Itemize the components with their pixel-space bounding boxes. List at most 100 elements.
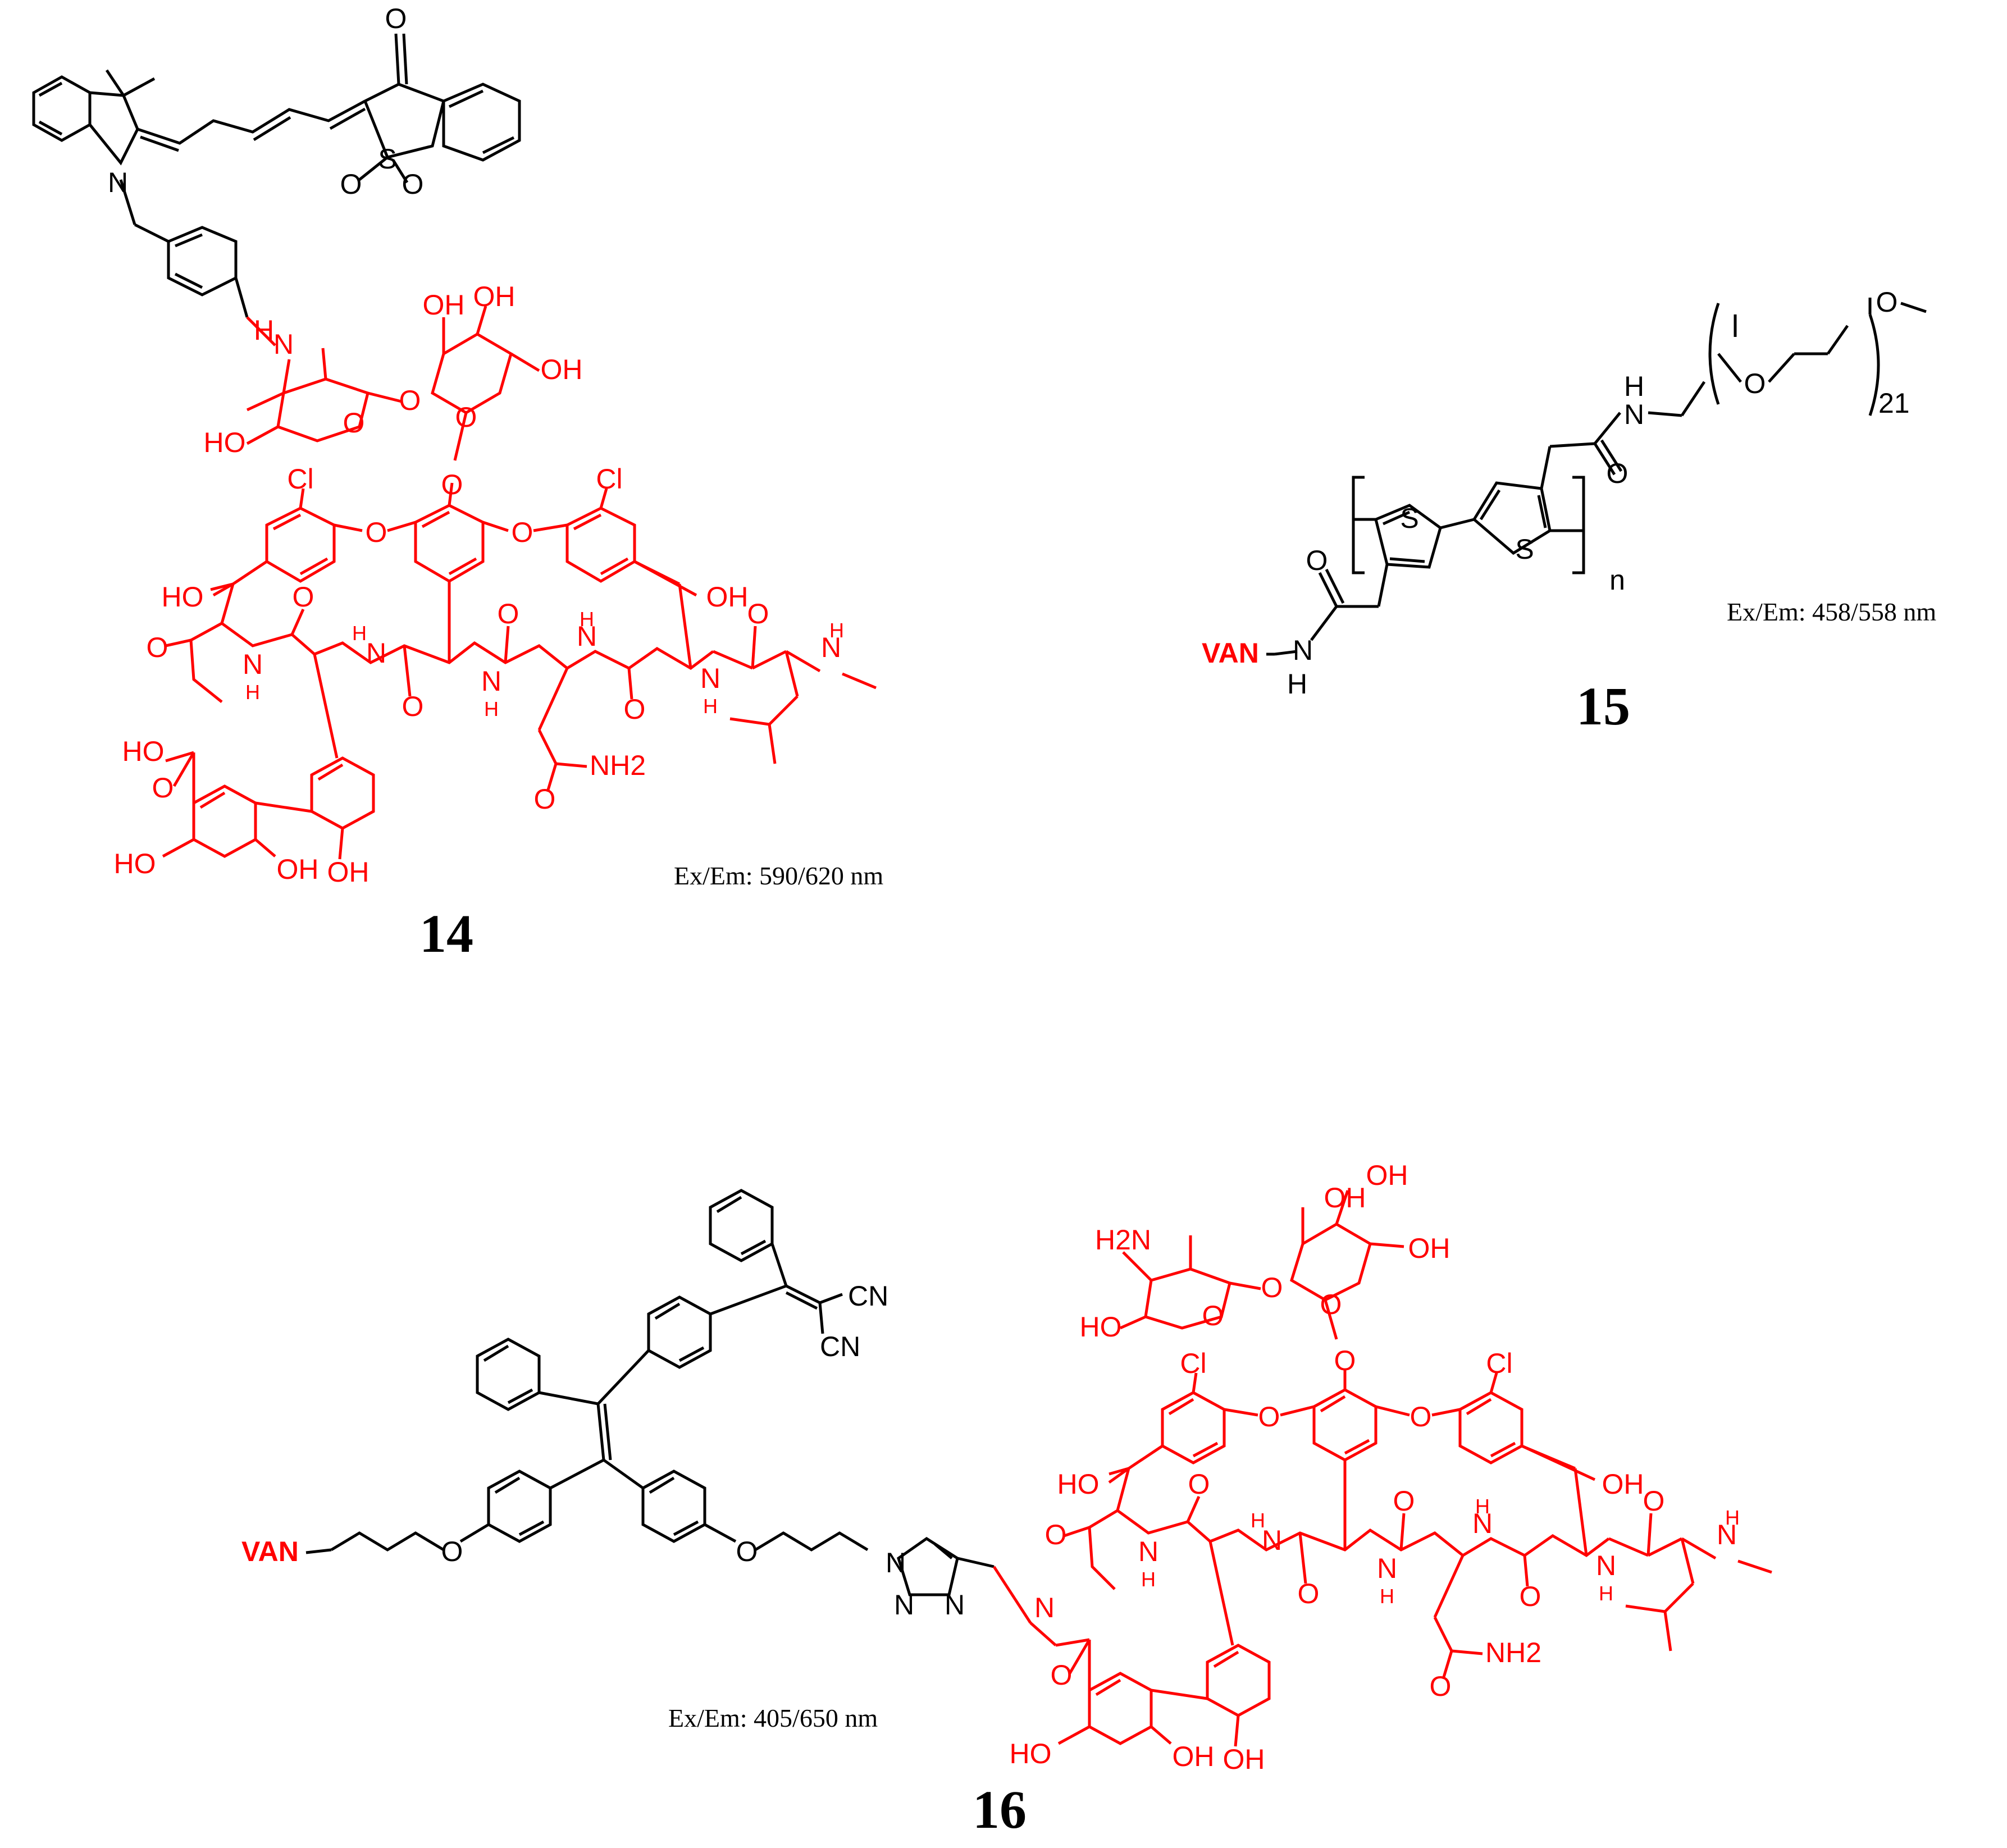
c16-ether-o-left: O bbox=[1258, 1401, 1280, 1432]
c14-glc-oh2: OH bbox=[423, 289, 465, 321]
c16-glc-oh1: OH bbox=[1366, 1160, 1408, 1191]
c16-amide-n4: N bbox=[1472, 1508, 1493, 1539]
c15-peg-count: 21 bbox=[1878, 387, 1910, 419]
c14-amide-n4: N bbox=[577, 620, 597, 652]
compound-16-fluorophore bbox=[330, 1189, 995, 1596]
c16-carbonyl-o5: O bbox=[1520, 1581, 1541, 1612]
c14-methylamine-n: N bbox=[821, 632, 841, 663]
c16-amide-n5: N bbox=[1596, 1550, 1616, 1581]
c15-carbonyl-o-lower: O bbox=[1306, 545, 1328, 576]
c14-vanc-ho: HO bbox=[204, 427, 246, 458]
c14-amide-n3: N bbox=[481, 665, 501, 697]
c16-ether-o-left: O bbox=[441, 1536, 463, 1567]
c14-amide-h3: H bbox=[484, 697, 499, 720]
c14-acid-o: O bbox=[152, 772, 174, 804]
c16-resorcinol-oh: OH bbox=[1173, 1741, 1215, 1772]
c16-ether-o-right: O bbox=[1410, 1401, 1432, 1432]
c14-carbonyl-o3: O bbox=[498, 598, 519, 629]
compound-16-caption: Ex/Em: 405/650 nm bbox=[668, 1704, 878, 1732]
c14-amide-h5: H bbox=[703, 695, 718, 718]
c16-van-bond bbox=[305, 1548, 332, 1554]
c16-amide-h2: H bbox=[1251, 1509, 1265, 1532]
c14-amide-nh2: NH2 bbox=[590, 750, 646, 781]
compound-14-caption: Ex/Em: 590/620 nm bbox=[674, 861, 883, 890]
c16-carbonyl-o3: O bbox=[1298, 1578, 1320, 1609]
compound-14: O S O O N bbox=[32, 3, 883, 964]
c14-vanc-ring-o: O bbox=[343, 407, 365, 439]
c16-vanc-ring-o: O bbox=[1202, 1300, 1224, 1331]
c14-oh-right: OH bbox=[706, 581, 749, 613]
c14-amide-h1: H bbox=[245, 681, 260, 704]
c14-amide-n1: N bbox=[243, 649, 263, 680]
c14-amide-n5: N bbox=[700, 663, 720, 694]
c16-vanc-ho: HO bbox=[1080, 1311, 1122, 1343]
c16-amide-nh2: NH2 bbox=[1485, 1637, 1541, 1668]
c15-amide-h: H bbox=[1624, 371, 1644, 402]
c14-aryl-o: O bbox=[441, 469, 463, 500]
c16-amide-h1: H bbox=[1141, 1568, 1156, 1591]
c16-asn-o: O bbox=[1430, 1671, 1452, 1702]
c16-triazole-n3: N bbox=[945, 1589, 965, 1621]
c16-ho-left: HO bbox=[1057, 1468, 1100, 1500]
c14-methylamine-h: H bbox=[829, 619, 844, 642]
c14-carbonyl-o6: O bbox=[147, 632, 168, 663]
c14-sulfur: S bbox=[378, 143, 396, 175]
c14-glc-oh1: OH bbox=[473, 281, 516, 312]
c16-resorcinol-ho: HO bbox=[1010, 1738, 1052, 1769]
c16-methylamine-h: H bbox=[1725, 1506, 1740, 1529]
c16-oh-right: OH bbox=[1602, 1468, 1644, 1500]
c14-cl-right: Cl bbox=[596, 463, 622, 495]
c15-hydrazide-h: H bbox=[1287, 668, 1307, 700]
c16-amide-h3: H bbox=[1380, 1585, 1394, 1608]
c14-glc-ring-o: O bbox=[455, 401, 477, 433]
c15-sulfur-1: S bbox=[1400, 503, 1418, 534]
compound-16: CN CN O O N N N VAN bbox=[241, 1160, 1772, 1840]
c14-amide-h2: H bbox=[352, 622, 367, 645]
c14-ether-o-left: O bbox=[366, 517, 387, 548]
compound-15: S S n O N H O N H O O 21 VAN Ex/Em: 458/… bbox=[1202, 286, 1936, 736]
c16-amide-h4: H bbox=[1475, 1495, 1490, 1518]
c16-phenol-oh: OH bbox=[1223, 1744, 1265, 1775]
c16-aryl-o: O bbox=[1334, 1345, 1356, 1376]
c16-triazole-n1: N bbox=[886, 1547, 906, 1578]
c14-indoline-n: N bbox=[108, 167, 128, 198]
c14-carbonyl-o1: O bbox=[293, 581, 314, 613]
c15-van-label: VAN bbox=[1202, 637, 1259, 669]
c16-ether-o-right: O bbox=[736, 1536, 758, 1567]
c14-resorcinol-oh: OH bbox=[277, 854, 319, 885]
compound-14-vancomycin bbox=[162, 305, 877, 860]
compound-16-fluorophore-atoms: CN CN O O N N N bbox=[441, 1280, 965, 1621]
c14-resorcinol-ho: HO bbox=[114, 848, 156, 879]
c14-carbonyl-o5: O bbox=[747, 598, 769, 629]
c14-linker-n: N bbox=[273, 328, 294, 360]
c14-glc-oh3: OH bbox=[541, 354, 583, 385]
c16-triazole-n2: N bbox=[894, 1589, 914, 1621]
c16-carbonyl-o2: O bbox=[1045, 1519, 1067, 1550]
c16-carbonyl-o6: O bbox=[1643, 1485, 1665, 1517]
c16-carbonyl-o4: O bbox=[1393, 1485, 1415, 1517]
compound-16-vancomycin-atoms: H2N OH OH OH HO O O O Cl Cl O O O HO OH … bbox=[1010, 1160, 1740, 1775]
c16-glycosidic-o: O bbox=[1261, 1272, 1283, 1303]
compound-16-label: 16 bbox=[973, 1779, 1027, 1840]
c14-amide-n2: N bbox=[366, 637, 386, 669]
compound-15-label: 15 bbox=[1576, 676, 1630, 736]
c16-cyano-2: CN bbox=[820, 1331, 860, 1362]
c14-sulfone-o2: O bbox=[402, 168, 424, 200]
c14-cl-left: Cl bbox=[287, 463, 313, 495]
c16-vanc-h2n: H2N bbox=[1095, 1224, 1151, 1256]
c14-carbonyl-o4: O bbox=[624, 693, 646, 725]
c15-amide-n: N bbox=[1624, 399, 1644, 430]
c14-acid-ho: HO bbox=[122, 736, 165, 767]
c14-asn-o: O bbox=[534, 783, 556, 815]
compound-14-label: 14 bbox=[419, 904, 473, 964]
c16-carbonyl-o1: O bbox=[1188, 1468, 1210, 1500]
c16-cyano-1: CN bbox=[848, 1280, 888, 1312]
compound-15-caption: Ex/Em: 458/558 nm bbox=[1727, 597, 1936, 626]
c14-ho-left: HO bbox=[162, 581, 204, 613]
c16-amide-h5: H bbox=[1599, 1582, 1613, 1605]
c14-ether-o-right: O bbox=[512, 517, 533, 548]
c14-sulfone-o1: O bbox=[340, 168, 362, 200]
c16-van-label: VAN bbox=[241, 1536, 299, 1567]
